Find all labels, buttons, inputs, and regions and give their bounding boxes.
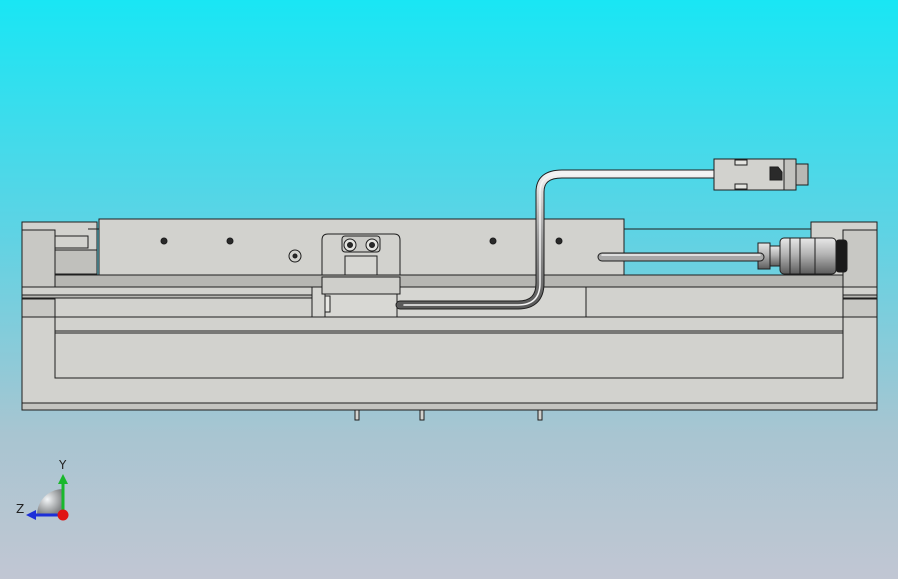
- z-axis-label: Z: [16, 502, 25, 516]
- y-axis-label: Y: [59, 458, 67, 472]
- orientation-triad: [26, 474, 69, 521]
- guide-rail: [54, 274, 844, 288]
- motor-connector: [779, 237, 837, 275]
- origin-dot: [57, 509, 69, 521]
- base-rail: [54, 316, 844, 332]
- encoder-connector: [713, 158, 809, 191]
- base-bottom-edge: [21, 402, 878, 411]
- base-lower-panel: [54, 330, 844, 379]
- mounting-hole: [160, 237, 168, 245]
- mounting-hole: [226, 237, 234, 245]
- cable-assembly: [395, 169, 765, 310]
- mounting-hole: [489, 237, 497, 245]
- bottom-pins: [354, 409, 543, 421]
- mounting-hole: [555, 237, 563, 245]
